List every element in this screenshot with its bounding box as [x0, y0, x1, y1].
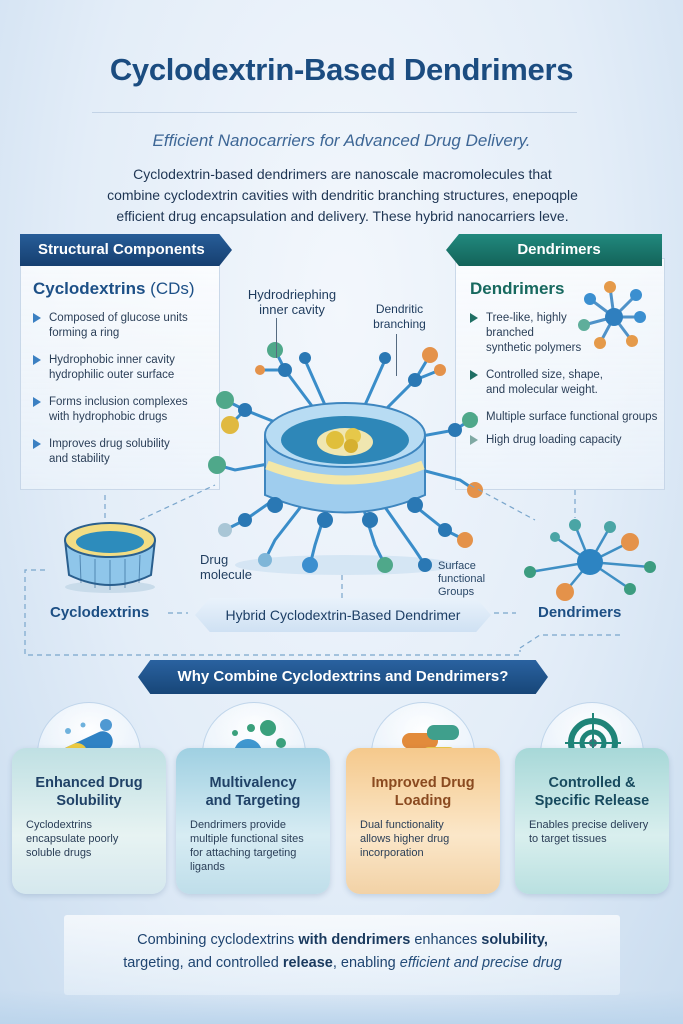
flow-cyclodextrins-label: Cyclodextrins [50, 604, 150, 621]
dashed-connectors [24, 484, 620, 656]
bullet-item: Multiple surface functional groups [470, 410, 665, 425]
triangle-bullet-icon [470, 370, 478, 380]
dendrimer-molecule-icon [524, 519, 656, 601]
branching-pointer-line [396, 334, 397, 376]
triangle-bullet-icon [33, 355, 41, 365]
triangle-bullet-icon [470, 435, 478, 445]
dendrimer-star-icon [578, 281, 646, 349]
intro-paragraph: Cyclodextrin-based dendrimers are nanosc… [70, 164, 615, 227]
bullet-item: High drug loading capacity [470, 433, 665, 448]
hybrid-dendrimer-illustration [208, 342, 483, 575]
dendrimers-ribbon: Dendrimers [446, 234, 662, 266]
page-subtitle: Efficient Nanocarriers for Advanced Drug… [152, 131, 531, 150]
decorative-wave [0, 990, 683, 1024]
cyclodextrin-ring-icon [64, 522, 156, 593]
intro-line: combine cyclodextrin cavities with dendr… [107, 187, 578, 203]
controlled-release-card: Controlled &Specific Release Enables pre… [515, 748, 669, 894]
summary-box [64, 915, 620, 995]
triangle-bullet-icon [33, 313, 41, 323]
title-divider [92, 112, 577, 113]
intro-line: efficient drug encapsulation and deliver… [116, 208, 569, 224]
intro-line: Cyclodextrin-based dendrimers are nanosc… [133, 166, 552, 182]
hybrid-dendrimer-bar: Hybrid Cyclodextrin-Based Dendrimer [195, 598, 491, 632]
triangle-bullet-icon [33, 397, 41, 407]
page-title: Cyclodextrin-Based Dendrimers [109, 52, 574, 87]
flow-dendrimers-label: Dendrimers [538, 604, 622, 621]
summary-text: Combining cyclodextrins with dendrimers … [123, 932, 562, 971]
cavity-pointer-line [276, 318, 277, 358]
dendrimers-heading: Dendrimers [470, 279, 565, 298]
cyclodextrins-panel: Cyclodextrins (CDs) Composed of glucose … [20, 258, 220, 490]
triangle-bullet-icon [33, 439, 41, 449]
why-combine-banner: Why Combine Cyclodextrins and Dendrimers… [138, 660, 548, 694]
card-title: Controlled &Specific Release [534, 775, 650, 809]
triangle-bullet-icon [470, 313, 478, 323]
structural-components-ribbon: Structural Components [20, 234, 232, 266]
bullet-item: Controlled size, shape,and molecular wei… [470, 368, 665, 398]
cyclodextrins-heading: Cyclodextrins (CDs) [33, 279, 195, 298]
